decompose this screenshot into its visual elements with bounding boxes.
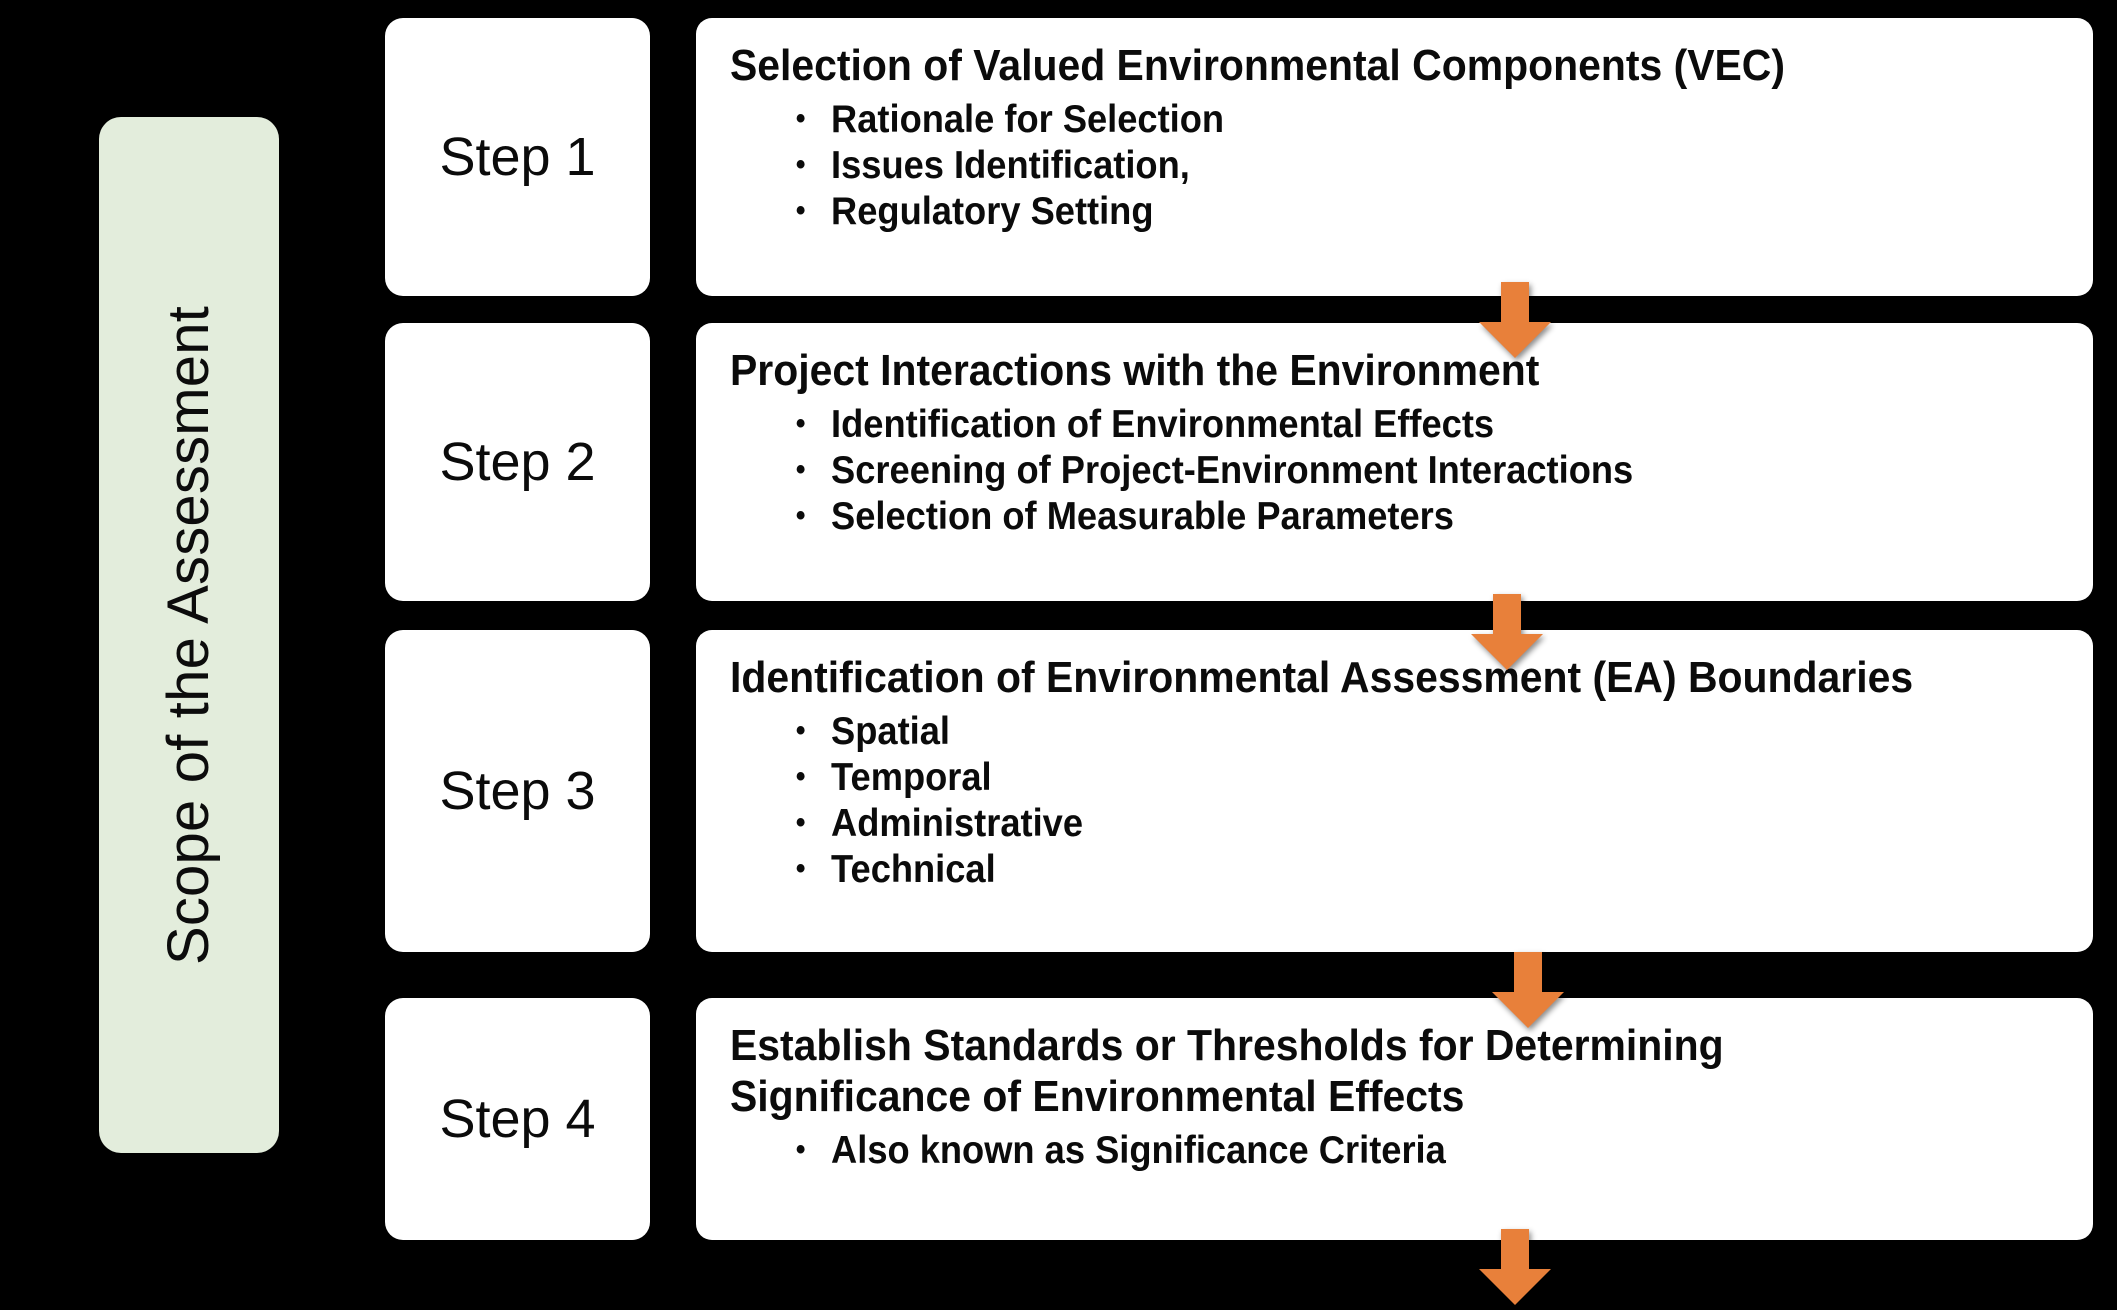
arrow-down-icon [1492,952,1564,1028]
step-heading-3: Identification of Environmental Assessme… [730,653,1914,702]
step-row-4: Step 4 Establish Standards or Thresholds… [385,998,2117,1240]
step-label-1: Step 1 [439,127,596,187]
list-item: Screening of Project-Environment Interac… [792,447,1970,494]
step-content-card-3[interactable]: Identification of Environmental Assessme… [696,630,2093,952]
step-bullets-4: Also known as Significance Criteria [730,1127,2059,1174]
step-content-card-1[interactable]: Selection of Valued Environmental Compon… [696,18,2093,296]
step-label-4: Step 4 [439,1089,596,1149]
arrow-down-icon [1479,1229,1551,1305]
arrow-down-icon [1471,594,1543,670]
step-label-3: Step 3 [439,761,596,821]
step-box-1[interactable]: Step 1 [385,18,650,296]
step-box-3[interactable]: Step 3 [385,630,650,952]
list-item: Regulatory Setting [792,188,1970,235]
step-bullets-1: Rationale for Selection Issues Identific… [730,96,2059,235]
step-row-3: Step 3 Identification of Environmental A… [385,630,2117,964]
list-item: Temporal [792,754,1970,801]
step-box-2[interactable]: Step 2 [385,323,650,601]
scope-of-assessment-bar: Scope of the Assessment [99,117,279,1153]
arrow-down-icon [1479,282,1551,358]
step-heading-1: Selection of Valued Environmental Compon… [730,41,1785,90]
step-heading-2: Project Interactions with the Environmen… [730,346,1540,395]
list-item: Spatial [792,708,1970,755]
step-label-2: Step 2 [439,432,596,492]
list-item: Identification of Environmental Effects [792,401,1970,448]
list-item: Selection of Measurable Parameters [792,493,1970,540]
list-item: Rationale for Selection [792,96,1970,143]
step-box-4[interactable]: Step 4 [385,998,650,1240]
list-item: Administrative [792,800,1970,847]
scope-of-assessment-label: Scope of the Assessment [156,305,222,965]
list-item: Issues Identification, [792,142,1970,189]
step-heading-4: Establish Standards or Thresholds for De… [730,1021,1724,1122]
step-content-card-4[interactable]: Establish Standards or Thresholds for De… [696,998,2093,1240]
step-content-card-2[interactable]: Project Interactions with the Environmen… [696,323,2093,601]
step-row-2: Step 2 Project Interactions with the Env… [385,323,2117,601]
list-item: Technical [792,846,1970,893]
step-row-1: Step 1 Selection of Valued Environmental… [385,18,2117,296]
list-item: Also known as Significance Criteria [792,1127,1970,1174]
step-bullets-3: Spatial Temporal Administrative Technica… [730,708,2059,893]
step-bullets-2: Identification of Environmental Effects … [730,401,2059,540]
